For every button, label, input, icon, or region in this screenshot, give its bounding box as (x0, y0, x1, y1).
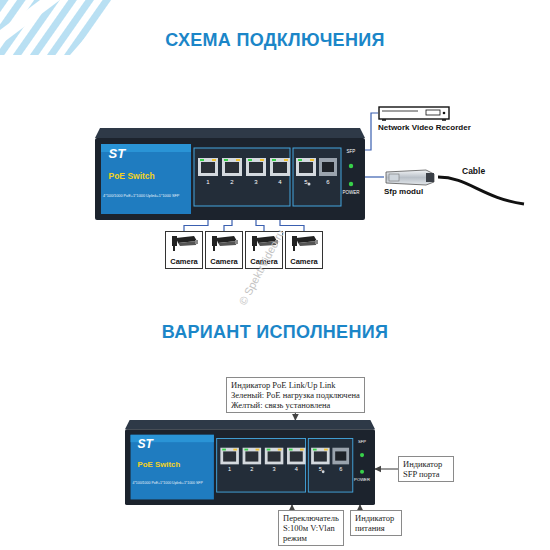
poe-switch: ST PoE Switch 4*100/1000 PoE+1*1000 Uplink… (95, 128, 365, 220)
corner-triangle (0, 0, 60, 45)
camera-box: Camera (205, 231, 243, 269)
cable-label: Cable (462, 167, 485, 176)
nvr-icon (378, 104, 450, 122)
port-number: 6 (339, 467, 342, 473)
connector (375, 468, 398, 469)
camera-label: Camera (210, 257, 238, 266)
port-number: 4 (295, 467, 298, 473)
connector (256, 220, 264, 231)
poe-switch: ST PoE Switch 4*100/1000 PoE+1*1000 Uplink… (125, 420, 375, 505)
connector (280, 220, 304, 231)
camera-label: Camera (290, 257, 318, 266)
connector (295, 413, 296, 420)
callout-box: Переключатель S:100м V:Vlan режим (278, 510, 344, 546)
indicator-text: POWER (342, 191, 359, 196)
model-spec: 4*100/1000 PoE+1*1000 Uplink+1*1000 SFP (133, 481, 203, 485)
callout-text: Желтый: связь установлена (231, 400, 360, 410)
port-number: 2 (230, 179, 233, 185)
model-spec: 4*100/1000 PoE+1*1000 Uplink+1*1000 SFP (103, 194, 179, 198)
port-number: 6 (326, 179, 329, 185)
port-number: 3 (254, 179, 257, 185)
connector (184, 220, 208, 231)
port-number: 2 (250, 467, 253, 473)
indicator-text: SFP (358, 440, 366, 444)
sfp-module: Sfp modul (384, 168, 436, 196)
port-number: 5 (304, 179, 307, 185)
callout-text: Индикатор SFP порта (403, 459, 449, 479)
brand-logo: ST (109, 146, 126, 161)
cable (438, 177, 524, 204)
network-video-recorder: Network Video Recorder (378, 104, 471, 132)
port-number: 5 (319, 467, 322, 473)
sfp-module-icon (384, 168, 436, 186)
callout-text: Индикатор питания (355, 513, 397, 533)
camera-box: Camera (165, 231, 203, 269)
connector (365, 113, 378, 150)
port-number: 3 (273, 467, 276, 473)
product-name: PoE Switch (138, 460, 181, 469)
camera-icon (210, 235, 240, 253)
camera-box: Camera (285, 231, 323, 269)
port-number: 1 (228, 467, 231, 473)
section-heading: ВАРИАНТ ИСПОЛНЕНИЯ (0, 322, 550, 343)
indicator-text: SFP (347, 150, 356, 155)
connector (365, 176, 384, 177)
callout-box: Индикатор PoE Link/Up LinkЗеленый: PoE н… (226, 377, 365, 413)
page-title: СХЕМА ПОДКЛЮЧЕНИЯ (0, 30, 550, 51)
connector (224, 220, 232, 231)
camera-icon (170, 235, 200, 253)
callout-box: Индикатор SFP порта (398, 456, 454, 482)
camera-label: Camera (170, 257, 198, 266)
callout-text: Индикатор PoE Link/Up Link (231, 380, 360, 390)
corner-stripes (0, 0, 118, 55)
camera-icon (290, 235, 320, 253)
indicator-text: POWER (354, 478, 370, 482)
callout-box: Индикатор питания (350, 510, 402, 536)
callout-text: Зеленый: PoE нагрузка подключена (231, 390, 360, 400)
product-name: PoE Switch (109, 171, 155, 181)
device-label: Sfp modul (384, 187, 436, 196)
brand-logo: ST (138, 437, 153, 451)
callout-text: Переключатель S:100м V:Vlan режим (283, 513, 339, 543)
port-number: 4 (278, 179, 281, 185)
device-label: Network Video Recorder (378, 123, 471, 132)
port-number: 1 (206, 179, 209, 185)
